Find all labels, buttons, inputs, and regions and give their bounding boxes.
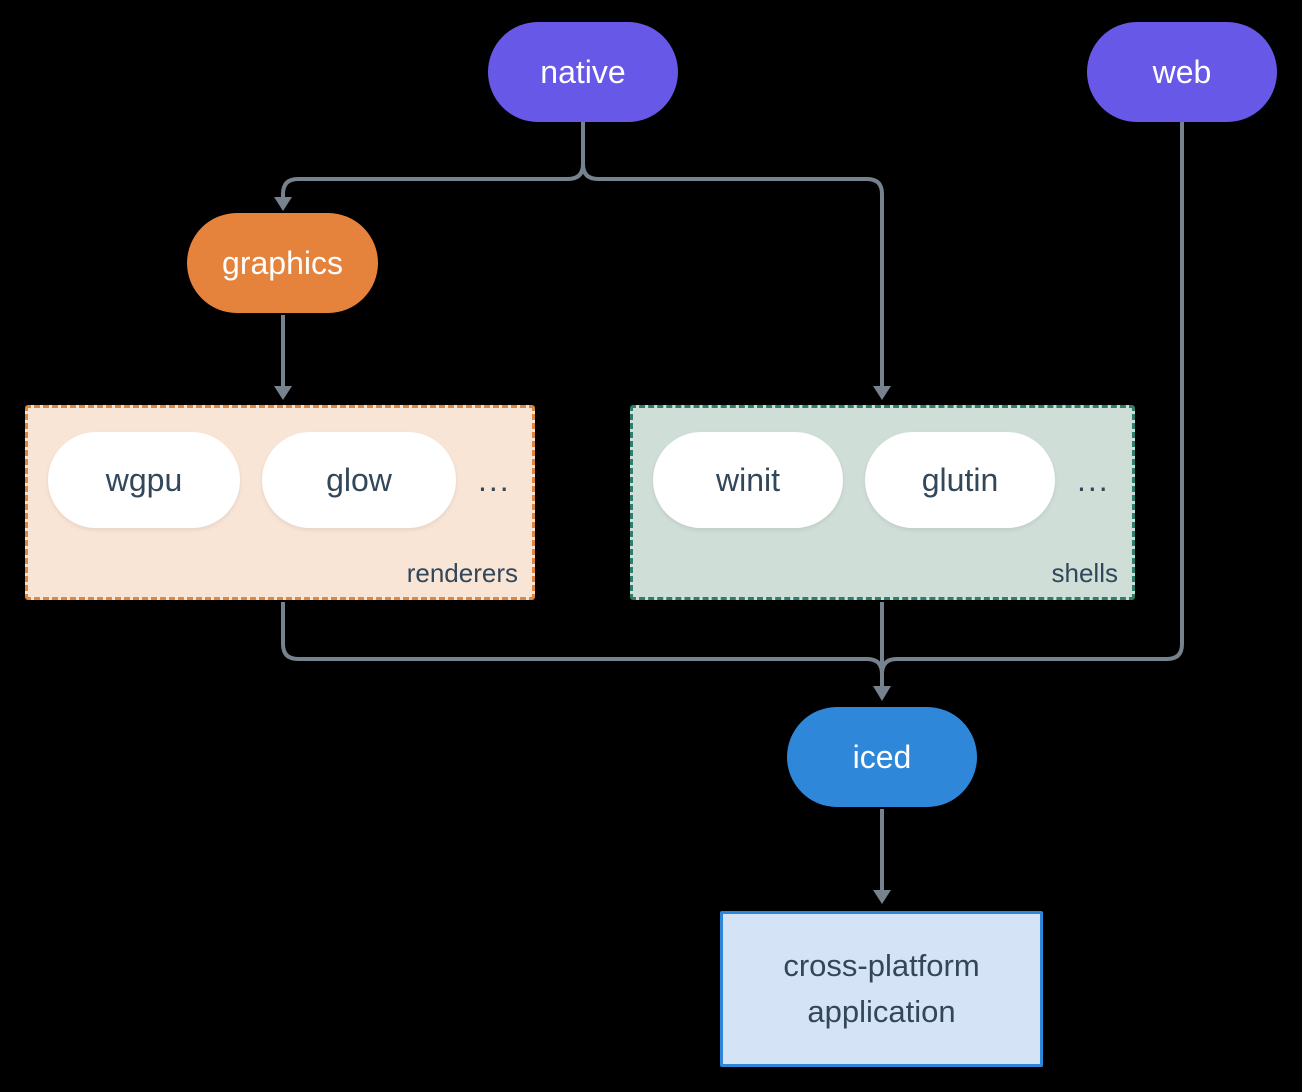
node-graphics: graphics [187,213,378,313]
node-iced-label: iced [852,738,912,775]
node-winit-label: winit [715,461,780,498]
node-cross-platform-application: cross-platform application [720,911,1043,1067]
node-iced: iced [787,707,977,807]
group-shells-items: winit glutin ... [653,432,1110,528]
arrowhead-application [873,890,891,904]
group-renderers-label: renderers [406,558,518,588]
arrowhead-renderers [274,386,292,400]
application-label-line1: cross-platform [783,948,980,983]
group-renderers: wgpu glow ... renderers [25,405,535,600]
arrowhead-graphics [274,197,292,211]
node-glow: glow [262,432,456,528]
arrowhead-shells [873,386,891,400]
group-shells-label: shells [1051,558,1118,588]
connector-renderers-to-merge [281,602,884,675]
node-graphics-label: graphics [222,244,343,281]
connector-native-to-graphics [281,122,585,199]
node-wgpu-label: wgpu [105,461,183,498]
node-native: native [488,22,678,122]
node-glutin-label: glutin [921,461,999,498]
node-web: web [1087,22,1277,122]
connector-native-to-shells [581,122,884,388]
application-label-line2: application [807,994,956,1029]
node-native-label: native [540,53,626,90]
shells-ellipsis: ... [1077,461,1110,498]
node-winit: winit [653,432,843,528]
node-wgpu: wgpu [48,432,240,528]
group-renderers-items: wgpu glow ... [48,432,511,528]
node-glow-label: glow [326,461,392,498]
node-web-label: web [1152,53,1212,90]
renderers-ellipsis: ... [478,461,511,498]
node-glutin: glutin [865,432,1055,528]
group-shells: winit glutin ... shells [630,405,1135,600]
arrowhead-iced [873,686,891,701]
